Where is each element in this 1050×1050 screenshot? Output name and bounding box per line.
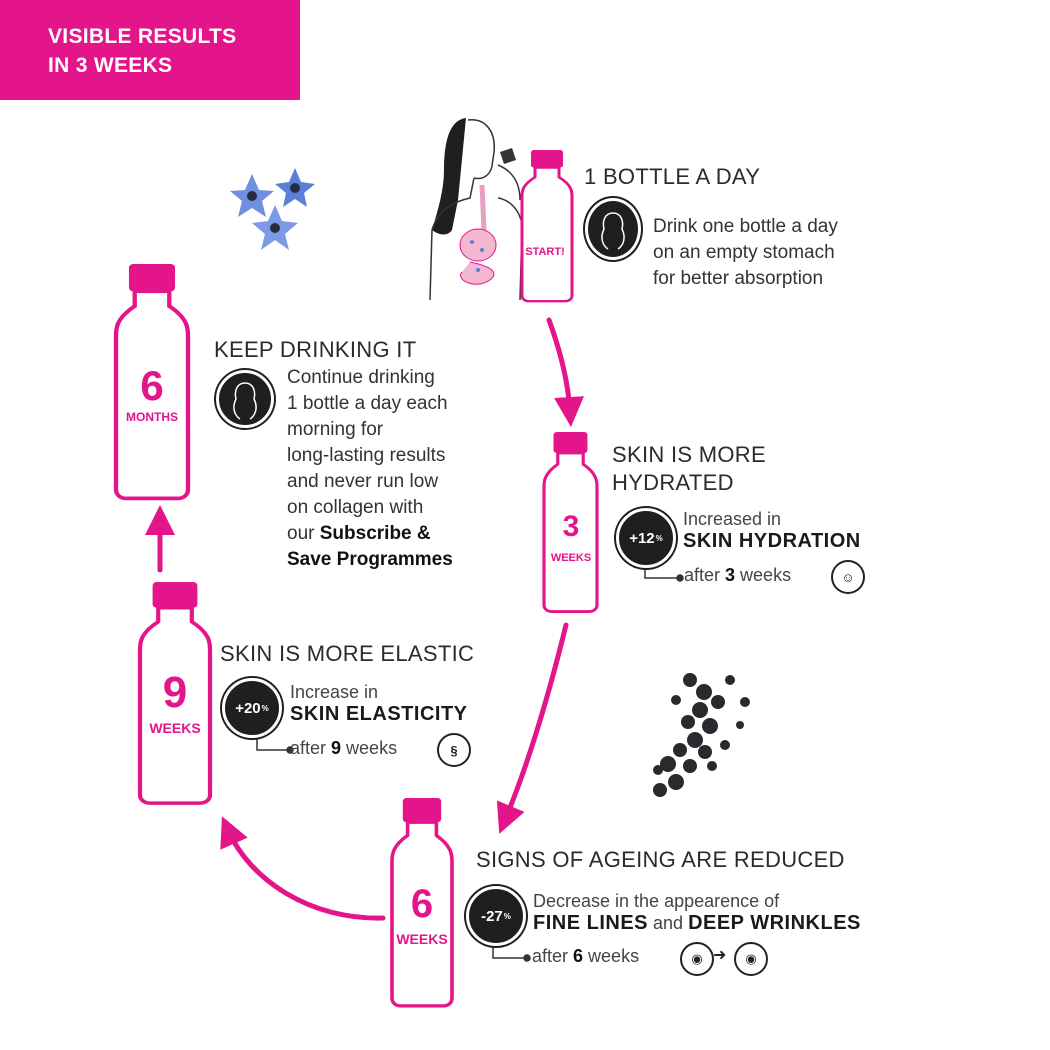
week6-after-num: 6: [573, 946, 584, 966]
week9-stat-line-2: SKIN ELASTICITY: [290, 703, 468, 725]
week3-heading: SKIN IS MORE HYDRATED: [612, 441, 766, 497]
start-heading: 1 BOTTLE A DAY: [584, 164, 761, 189]
week3-badge-value: +12: [629, 529, 655, 547]
week3-badge-unit: %: [655, 533, 663, 543]
month6-desc-line-6: on collagen with: [287, 497, 424, 518]
week9-heading: SKIN IS MORE ELASTIC: [220, 641, 475, 666]
week3-stat-line-1: Increased in: [683, 509, 782, 529]
month6-description: Continue drinking 1 bottle a day each mo…: [287, 365, 453, 573]
week3-after: after 3 weeks: [684, 565, 791, 586]
month6-desc-line-4: long-lasting results: [287, 445, 446, 466]
week3-heading-line-1: SKIN IS MORE: [612, 442, 766, 467]
bottle-9-unit: WEEKS: [149, 720, 201, 736]
week6-after-post: weeks: [583, 946, 640, 966]
bottle-6w-num: 6: [410, 882, 434, 926]
banner-line-1: VISIBLE RESULTS: [48, 25, 237, 48]
start-desc-line-2: on an empty stomach: [653, 242, 835, 263]
week3-heading-line-2: HYDRATED: [612, 470, 734, 495]
arrow-right-icon: ➜: [713, 947, 727, 964]
bottle-6m-num: 6: [140, 362, 164, 409]
bottle-3-unit: WEEKS: [550, 552, 592, 564]
banner-line-2: IN 3 WEEKS: [48, 54, 173, 77]
spring-icon: §: [437, 733, 471, 767]
week3-after-pre: after: [684, 565, 726, 585]
start-desc-line-1: Drink one bottle a day: [653, 216, 838, 237]
woman-drinking-icon: [429, 118, 523, 301]
week9-percent-badge: +20%: [222, 678, 282, 738]
week6-badge-value: -27: [481, 907, 503, 925]
week3-stat-line-2: SKIN HYDRATION: [683, 530, 861, 552]
bottle-start-label: START!: [525, 246, 565, 258]
week3-percent-badge: +12%: [616, 508, 676, 568]
week3-after-post: weeks: [735, 565, 792, 585]
week9-after-num: 9: [331, 738, 342, 758]
week6-heading: SIGNS OF AGEING ARE REDUCED: [476, 847, 845, 872]
flow-arrows: [145, 317, 585, 921]
week9-after-pre: after: [290, 738, 332, 758]
water-face-icon: ☺: [831, 560, 865, 594]
week6-stat-and: and: [648, 913, 689, 933]
month6-desc-our: our: [287, 523, 320, 544]
week6-stat: Decrease in the appearence of FINE LINES…: [533, 891, 861, 935]
week9-badge-unit: %: [261, 703, 269, 713]
week9-after: after 9 weeks: [290, 738, 397, 759]
week3-after-num: 3: [725, 565, 736, 585]
week3-stat: Increased in SKIN HYDRATION: [683, 509, 861, 553]
eye-icon: ◉: [680, 942, 714, 976]
banner-title: VISIBLE RESULTS IN 3 WEEKS: [48, 22, 236, 80]
bottle-9-num: 9: [162, 668, 188, 717]
bottle-start: [520, 148, 574, 303]
month6-desc-line-3: morning for: [287, 419, 384, 440]
month6-desc-line-5: and never run low: [287, 471, 439, 492]
eye-icon-2: ◉: [734, 942, 768, 976]
week6-stat-line-1: Decrease in the appearence of: [533, 891, 780, 911]
week6-stat-fine-lines: FINE LINES: [533, 912, 649, 934]
woman-profile-icon: [585, 198, 641, 260]
borage-flowers-icon: [230, 168, 315, 250]
start-desc-line-3: for better absorption: [653, 268, 824, 289]
bottle-3-num: 3: [562, 510, 580, 543]
bottle-6m-unit: MONTHS: [126, 410, 178, 424]
start-description: Drink one bottle a day on an empty stoma…: [653, 214, 838, 292]
week9-stat: Increase in SKIN ELASTICITY: [290, 682, 468, 726]
black-pepper-icon: [653, 673, 750, 797]
month6-desc-line-2: 1 bottle a day each: [287, 393, 448, 414]
month6-heading: KEEP DRINKING IT: [214, 337, 417, 362]
week9-stat-line-1: Increase in: [290, 682, 379, 702]
month6-desc-subscribe: Subscribe &: [319, 523, 431, 544]
week6-stat-deep-wrinkles: DEEP WRINKLES: [688, 912, 861, 934]
week6-percent-badge: -27%: [466, 886, 526, 946]
month6-desc-line-1: Continue drinking: [287, 367, 435, 388]
week6-after-pre: after: [532, 946, 574, 966]
week9-after-post: weeks: [341, 738, 398, 758]
week6-badge-unit: %: [503, 911, 511, 921]
bottle-6w-unit: WEEKS: [396, 931, 448, 947]
week6-after: after 6 weeks: [532, 946, 639, 967]
title-banner: VISIBLE RESULTS IN 3 WEEKS: [0, 0, 300, 100]
woman-profile-icon-2: [216, 370, 274, 428]
month6-desc-save-programmes: Save Programmes: [287, 549, 453, 570]
week9-badge-value: +20: [235, 699, 261, 717]
